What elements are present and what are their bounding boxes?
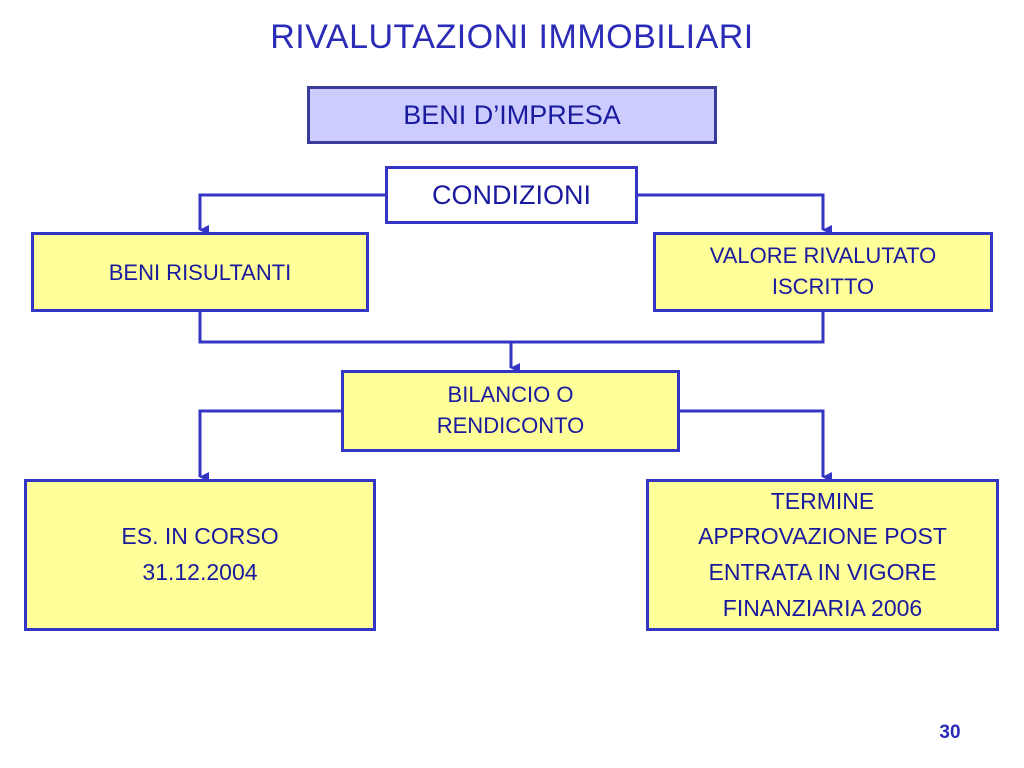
right-result-line-1: TERMINE [770, 487, 875, 514]
header-box: BENI D’IMPRESA [307, 86, 717, 144]
connector-conditions-to-valore [638, 193, 832, 235]
right-result-box: TERMINE APPROVAZIONE POST ENTRATA IN VIG… [646, 479, 999, 631]
right-condition-box: VALORE RIVALUTATO ISCRITTO [653, 232, 993, 312]
connector-beni-merge [198, 312, 825, 344]
right-result-line-2: APPROVAZIONE POST [698, 523, 947, 550]
right-condition-line-2: ISCRITTO [771, 274, 875, 299]
left-result-line-2: 31.12.2004 [142, 559, 258, 585]
page-number: 30 [939, 722, 961, 743]
right-condition-line-1: VALORE RIVALUTATO [709, 243, 937, 269]
connector-conditions-to-beni [198, 193, 385, 235]
right-result-line-3: ENTRATA IN VIGORE [708, 559, 937, 585]
connector-bilancio-to-termine [680, 409, 832, 482]
left-condition-label: BENI RISULTANTI [108, 259, 292, 285]
middle-box-line-2: RENDICONTO [436, 413, 585, 438]
page-title: RIVALUTAZIONI IMMOBILIARI [270, 18, 754, 56]
right-result-line-4: FINANZIARIA 2006 [722, 594, 923, 621]
header-box-label: BENI D’IMPRESA [403, 99, 621, 130]
connector-bilancio-to-es [198, 409, 341, 482]
conditions-box-label: CONDIZIONI [432, 179, 591, 210]
middle-box: BILANCIO O RENDICONTO [341, 370, 680, 452]
left-condition-box: BENI RISULTANTI [31, 232, 369, 312]
middle-box-line-1: BILANCIO O [447, 382, 574, 408]
left-result-line-1: ES. IN CORSO [121, 523, 279, 550]
left-result-box: ES. IN CORSO 31.12.2004 [24, 479, 376, 631]
conditions-box: CONDIZIONI [385, 166, 638, 224]
